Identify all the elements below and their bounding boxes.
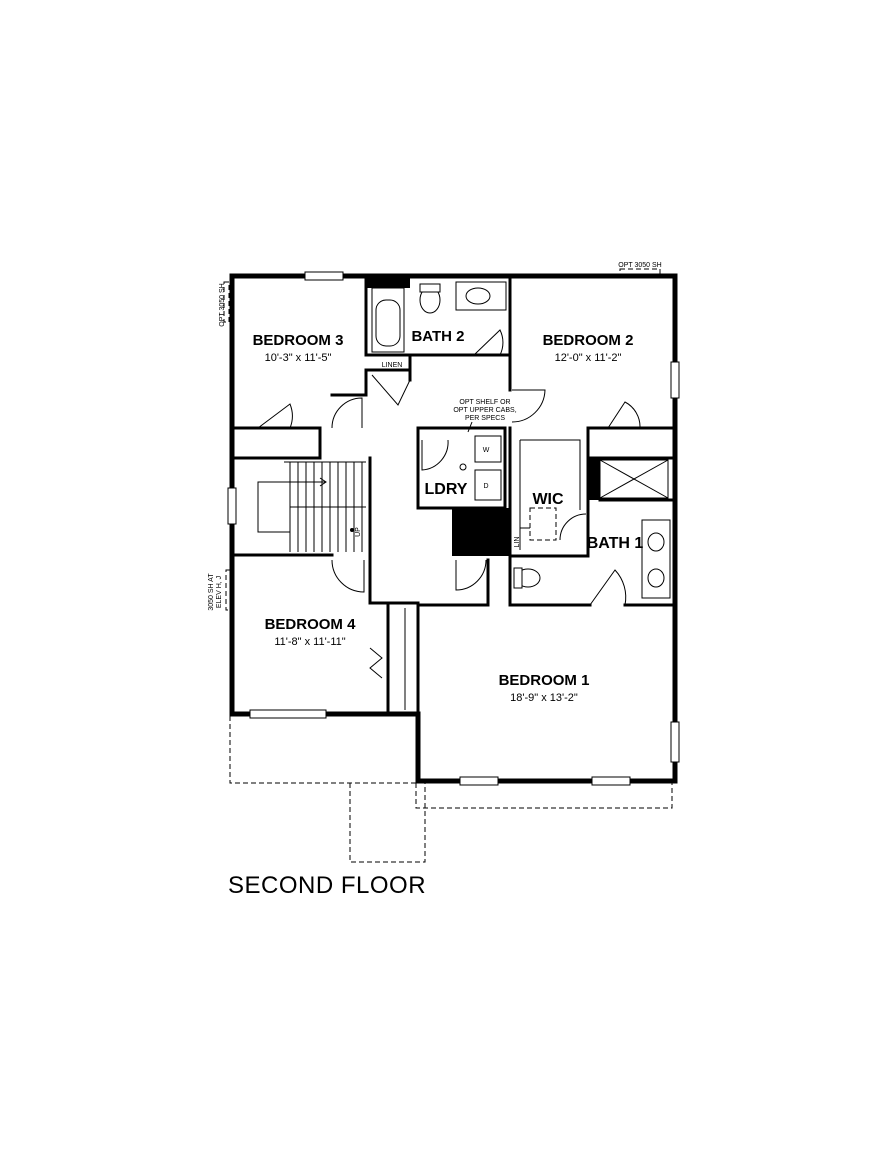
dashed-outlines <box>229 716 673 863</box>
bedroom2-name: BEDROOM 2 <box>543 332 634 349</box>
wic-shelving <box>519 439 581 550</box>
opt-shelf-note-line1: OPT SHELF OR <box>459 399 510 406</box>
shaft-blocks <box>366 276 600 556</box>
plan-notes: OPT 3050 SH OPT 3050 SH 3050 SH AT ELEV … <box>208 262 662 611</box>
washer-label: W <box>483 447 490 454</box>
doors <box>257 329 641 679</box>
sh-3050-at-note-line2: ELEV H, J <box>216 576 223 608</box>
bedroom3-dims: 10'-3" x 11'-5" <box>265 352 332 364</box>
stair-up-label: UP <box>355 527 362 537</box>
laundry-fixtures <box>459 435 502 501</box>
bath1-label: BATH 1 <box>587 535 644 552</box>
bedroom2-dims: 12'-0" x 11'-2" <box>555 352 622 364</box>
opt-3050-sh-top-note: OPT 3050 SH <box>618 262 661 269</box>
sh-3050-at-note-line1: 3050 SH AT <box>208 573 215 611</box>
bath1-fixtures <box>513 459 671 599</box>
ldry-label: LDRY <box>425 481 468 498</box>
wic-label: WIC <box>532 491 564 508</box>
opt-shelf-note-line3: PER SPECS <box>465 415 505 422</box>
floor-title: SECOND FLOOR <box>228 872 427 899</box>
dryer-label: D <box>483 483 488 490</box>
windows <box>223 268 680 786</box>
bath2-fixtures <box>371 281 507 353</box>
bath2-name: BATH 2 <box>411 328 464 345</box>
bedroom1-dims: 18'-9" x 13'-2" <box>510 692 578 704</box>
bedroom4-dims: 11'-8" x 11'-11" <box>274 636 345 648</box>
interior-walls <box>230 274 677 716</box>
opt-shelf-note-line2: OPT UPPER CABS, <box>453 407 516 414</box>
opt-3050-sh-left-note: OPT 3050 SH <box>219 283 226 326</box>
bedroom3-name: BEDROOM 3 <box>253 332 344 349</box>
exterior-walls <box>229 273 678 784</box>
linen-label: LINEN <box>382 362 403 369</box>
lin-label: LIN <box>514 537 521 548</box>
bedroom4-name: BEDROOM 4 <box>265 616 357 633</box>
stairs <box>257 461 366 552</box>
room-labels: BEDROOM 3 10'-3" x 11'-5" BATH 2 BEDROOM… <box>253 328 644 704</box>
bedroom1-name: BEDROOM 1 <box>499 672 590 689</box>
